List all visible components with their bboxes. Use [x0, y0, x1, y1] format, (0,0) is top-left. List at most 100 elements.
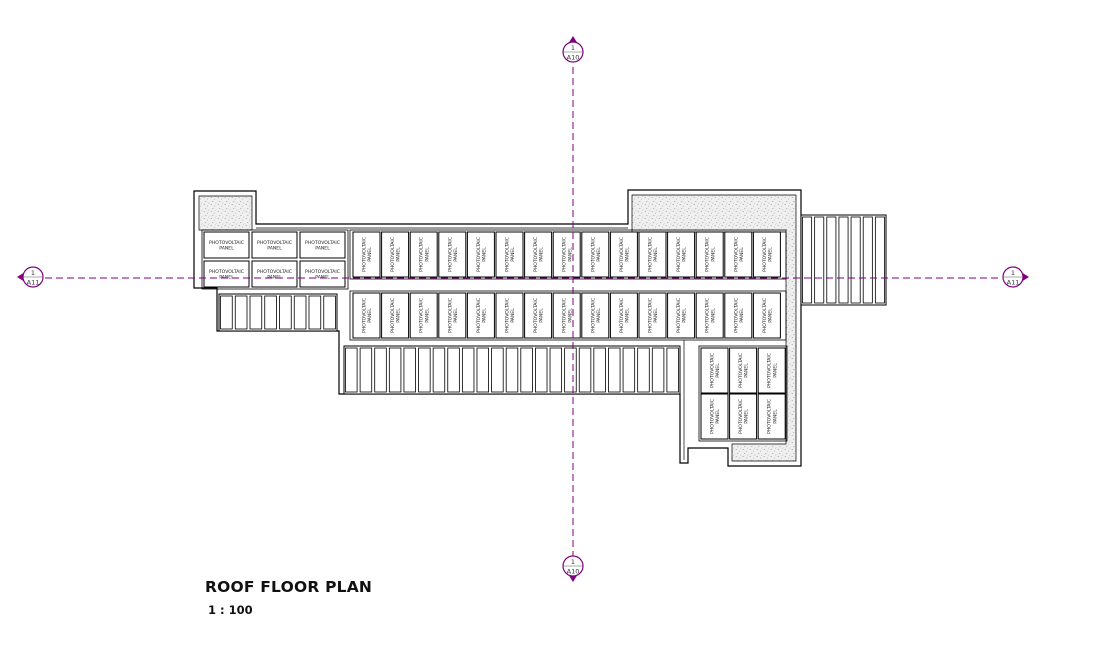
photovoltaic-panel: PHOTOVOLTAICPANEL: [729, 393, 758, 440]
panel-label: PHOTOVOLTAICPANEL: [648, 298, 660, 333]
photovoltaic-panel: PHOTOVOLTAICPANEL: [700, 393, 729, 440]
photovoltaic-panel: PHOTOVOLTAICPANEL: [381, 231, 410, 278]
panel-label: PHOTOVOLTAICPANEL: [533, 298, 545, 333]
panel-label: PHOTOVOLTAICPANEL: [710, 353, 722, 388]
panel-label: PHOTOVOLTAICPANEL: [419, 298, 431, 333]
photovoltaic-panel: PHOTOVOLTAICPANEL: [700, 347, 729, 394]
photovoltaic-panel: PHOTOVOLTAICPANEL: [729, 347, 758, 394]
panel-label: PHOTOVOLTAICPANEL: [619, 237, 631, 272]
photovoltaic-panel: PHOTOVOLTAICPANEL: [638, 231, 667, 278]
panel-label: PHOTOVOLTAICPANEL: [447, 298, 459, 333]
section-number: 1: [571, 558, 575, 566]
panel-label: PHOTOVOLTAICPANEL: [767, 399, 779, 434]
panel-label: PHOTOVOLTAICPANEL: [390, 298, 402, 333]
photovoltaic-panel: PHOTOVOLTAICPANEL: [581, 292, 610, 339]
panel-label: PHOTOVOLTAICPANEL: [762, 237, 774, 272]
photovoltaic-panel: PHOTOVOLTAICPANEL: [757, 393, 786, 440]
section-number: 1: [571, 44, 575, 52]
section-sheet: A10: [567, 54, 580, 62]
panel-label: PHOTOVOLTAICPANEL: [733, 237, 745, 272]
louver-group: [343, 345, 681, 395]
photovoltaic-panel: PHOTOVOLTAICPANEL: [552, 231, 581, 278]
photovoltaic-panel: PHOTOVOLTAICPANEL: [438, 231, 467, 278]
panel-label: PHOTOVOLTAICPANEL: [590, 298, 602, 333]
panel-label: PHOTOVOLTAICPANEL: [733, 298, 745, 333]
photovoltaic-panel: PHOTOVOLTAICPANEL: [352, 292, 381, 339]
photovoltaic-panel: PHOTOVOLTAICPANEL: [695, 231, 724, 278]
photovoltaic-panel: PHOTOVOLTAICPANEL: [724, 231, 753, 278]
panel-label: PHOTOVOLTAICPANEL: [562, 298, 574, 333]
panel-label: PHOTOVOLTAICPANEL: [362, 298, 374, 333]
photovoltaic-panel: PHOTOVOLTAICPANEL: [667, 231, 696, 278]
panel-label: PHOTOVOLTAICPANEL: [562, 237, 574, 272]
photovoltaic-panel: PHOTOVOLTAICPANEL: [466, 231, 495, 278]
panel-label: PHOTOVOLTAICPANEL: [762, 298, 774, 333]
panel-label: PHOTOVOLTAICPANEL: [533, 237, 545, 272]
louver-group: [218, 293, 338, 332]
panel-label: PHOTOVOLTAICPANEL: [476, 298, 488, 333]
photovoltaic-panel: PHOTOVOLTAICPANEL: [609, 231, 638, 278]
panel-label: PHOTOVOLTAICPANEL: [476, 237, 488, 272]
section-sheet: A10: [567, 568, 580, 576]
panel-label: PHOTOVOLTAICPANEL: [362, 237, 374, 272]
photovoltaic-panel: PHOTOVOLTAICPANEL: [352, 231, 381, 278]
roof-louvers: [218, 214, 887, 395]
panel-label: PHOTOVOLTAICPANEL: [767, 353, 779, 388]
panel-label: PHOTOVOLTAICPANEL: [447, 237, 459, 272]
louver-group: [800, 214, 887, 306]
photovoltaic-panel: PHOTOVOLTAICPANEL: [695, 292, 724, 339]
photovoltaic-panel: PHOTOVOLTAICPANEL: [524, 231, 553, 278]
photovoltaic-panel: PHOTOVOLTAICPANEL: [409, 292, 438, 339]
panel-label: PHOTOVOLTAICPANEL: [648, 237, 660, 272]
photovoltaic-panel: PHOTOVOLTAICPANEL: [638, 292, 667, 339]
photovoltaic-panel: PHOTOVOLTAICPANEL: [757, 347, 786, 394]
drawing-scale: 1 : 100: [208, 603, 253, 617]
photovoltaic-panel: PHOTOVOLTAICPANEL: [495, 231, 524, 278]
photovoltaic-panel: PHOTOVOLTAICPANEL: [667, 292, 696, 339]
photovoltaic-panel: PHOTOVOLTAICPANEL: [752, 231, 781, 278]
panel-label: PHOTOVOLTAICPANEL: [676, 237, 688, 272]
photovoltaic-panel: PHOTOVOLTAICPANEL: [724, 292, 753, 339]
panel-label: PHOTOVOLTAICPANEL: [419, 237, 431, 272]
section-number: 1: [31, 269, 35, 277]
drawing-title: ROOF FLOOR PLAN: [205, 578, 373, 596]
panel-label: PHOTOVOLTAICPANEL: [676, 298, 688, 333]
photovoltaic-panel: PHOTOVOLTAICPANEL: [752, 292, 781, 339]
photovoltaic-panel: PHOTOVOLTAICPANEL: [609, 292, 638, 339]
section-number: 1: [1011, 269, 1015, 277]
panel-label: PHOTOVOLTAICPANEL: [738, 353, 750, 388]
photovoltaic-panel: PHOTOVOLTAICPANEL: [495, 292, 524, 339]
section-sheet: A11: [1007, 279, 1020, 287]
panel-label: PHOTOVOLTAICPANEL: [619, 298, 631, 333]
panel-label: PHOTOVOLTAICPANEL: [705, 237, 717, 272]
photovoltaic-panel: PHOTOVOLTAICPANEL: [524, 292, 553, 339]
panel-label: PHOTOVOLTAICPANEL: [738, 399, 750, 434]
panel-label: PHOTOVOLTAICPANEL: [590, 237, 602, 272]
panel-label: PHOTOVOLTAICPANEL: [505, 298, 517, 333]
photovoltaic-panel: PHOTOVOLTAICPANEL: [466, 292, 495, 339]
panel-label: PHOTOVOLTAICPANEL: [505, 237, 517, 272]
photovoltaic-panel: PHOTOVOLTAICPANEL: [438, 292, 467, 339]
photovoltaic-panel: PHOTOVOLTAICPANEL: [409, 231, 438, 278]
panel-label: PHOTOVOLTAICPANEL: [710, 399, 722, 434]
photovoltaic-panel: PHOTOVOLTAICPANEL: [552, 292, 581, 339]
photovoltaic-panel: PHOTOVOLTAICPANEL: [381, 292, 410, 339]
panel-label: PHOTOVOLTAICPANEL: [390, 237, 402, 272]
